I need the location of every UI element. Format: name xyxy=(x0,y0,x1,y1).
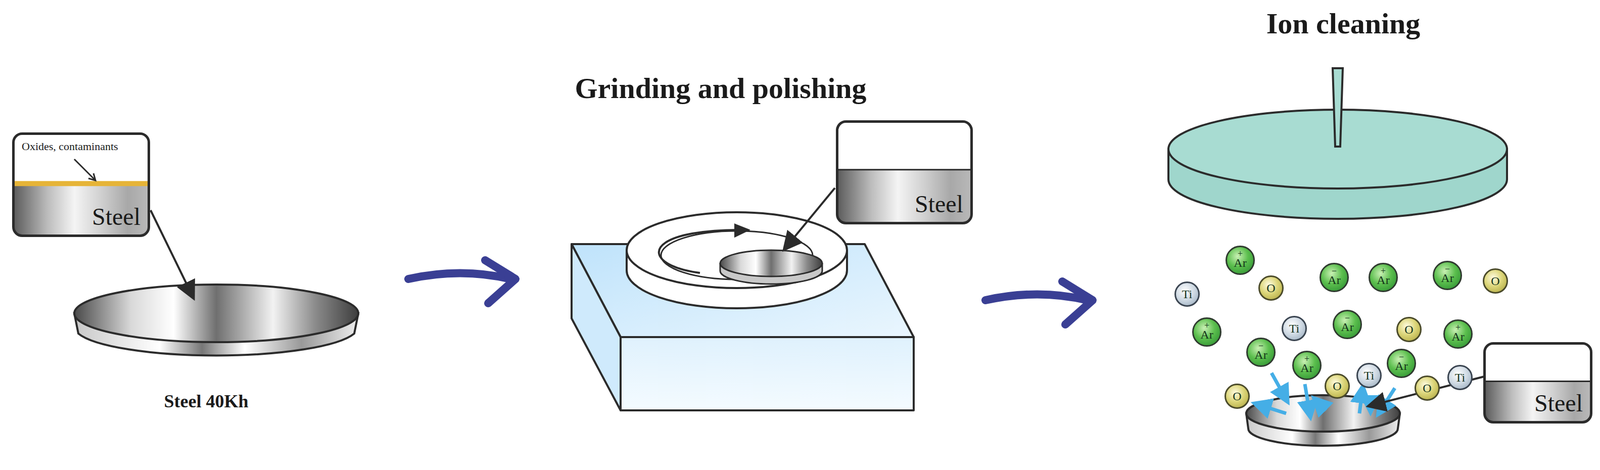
particle-symbol: Ti xyxy=(1454,371,1466,384)
particle-symbol: Ar xyxy=(1254,348,1267,361)
process-arrow xyxy=(985,281,1093,325)
material-label: Steel xyxy=(91,202,141,231)
charge-sign: + xyxy=(1193,320,1220,331)
particle-circle: Ti xyxy=(1356,362,1382,389)
particle-circle: O xyxy=(1396,316,1422,343)
particle-symbol: Ar xyxy=(1233,256,1247,269)
material-label: Steel xyxy=(914,190,964,218)
particle-circle: Ar+ xyxy=(1292,350,1322,381)
charge-sign: − xyxy=(1321,266,1348,276)
particle-symbol: Ar xyxy=(1200,328,1213,341)
particle-circle: Ar− xyxy=(1319,262,1349,293)
particle-circle: Ar+ xyxy=(1225,245,1255,275)
leader-line xyxy=(784,187,835,249)
charge-sign: + xyxy=(1444,322,1472,333)
stage-title: Grinding and polishing xyxy=(574,71,867,106)
process-arrow xyxy=(408,260,516,304)
particle-circle: Ar+ xyxy=(1192,317,1222,347)
particle-circle: Ti xyxy=(1281,315,1307,342)
particle-circle: Ti xyxy=(1174,281,1200,307)
charge-sign: − xyxy=(1334,313,1361,323)
particle-symbol: Ti xyxy=(1363,369,1375,382)
particle-circle: O xyxy=(1482,268,1509,294)
particle-circle: O xyxy=(1224,383,1250,409)
steel-disk xyxy=(74,284,359,356)
charge-sign: − xyxy=(1434,264,1461,274)
particle-symbol: Ar xyxy=(1327,273,1341,287)
particle-symbol: Ar xyxy=(1340,320,1354,334)
particle-symbol: Ar xyxy=(1440,271,1454,285)
inset-box: Oxides, contaminantsSteel xyxy=(12,132,151,238)
particle-symbol: O xyxy=(1422,382,1432,395)
particle-symbol: O xyxy=(1404,323,1414,336)
particle-circle: Ar+ xyxy=(1443,319,1473,349)
inset-box: Steel xyxy=(1483,342,1593,424)
particle-circle: O xyxy=(1414,375,1440,401)
charge-sign: + xyxy=(1370,266,1397,276)
particle-circle: O xyxy=(1258,275,1284,301)
charge-sign: − xyxy=(1247,341,1275,351)
charge-sign: + xyxy=(1227,249,1254,259)
leader-line xyxy=(150,210,194,298)
sample-disk xyxy=(1246,395,1400,446)
particle-symbol: O xyxy=(1266,281,1276,295)
charge-sign: + xyxy=(1293,354,1321,364)
cathode xyxy=(1168,68,1508,219)
particle-symbol: O xyxy=(1332,380,1342,393)
material-label: Steel xyxy=(1534,389,1583,417)
particle-circle: Ar+ xyxy=(1368,262,1398,293)
rotation-arrow xyxy=(659,224,748,273)
inset-box: Steel xyxy=(835,120,973,225)
material-name: Steel 40Kh xyxy=(164,390,249,412)
particle-circle: Ar− xyxy=(1246,337,1276,367)
particle-symbol: Ar xyxy=(1376,273,1390,287)
callout-text: Oxides, contaminants xyxy=(21,139,119,154)
stage-title: Ion cleaning xyxy=(1266,6,1421,41)
particle-circle: Ti xyxy=(1447,364,1473,391)
charge-sign: − xyxy=(1388,352,1415,362)
particle-symbol: Ti xyxy=(1182,288,1193,301)
particle-symbol: Ar xyxy=(1394,359,1408,372)
particle-circle: Ar− xyxy=(1432,260,1463,291)
particle-symbol: O xyxy=(1232,390,1242,403)
polishing-machine xyxy=(571,212,914,411)
particle-symbol: Ar xyxy=(1451,330,1465,343)
particle-circle: Ar− xyxy=(1332,309,1362,340)
particle-symbol: Ti xyxy=(1289,322,1300,335)
particle-circle: O xyxy=(1324,373,1350,399)
particle-symbol: O xyxy=(1490,274,1500,288)
particle-circle: Ar− xyxy=(1386,348,1417,379)
particle-symbol: Ar xyxy=(1300,361,1313,374)
